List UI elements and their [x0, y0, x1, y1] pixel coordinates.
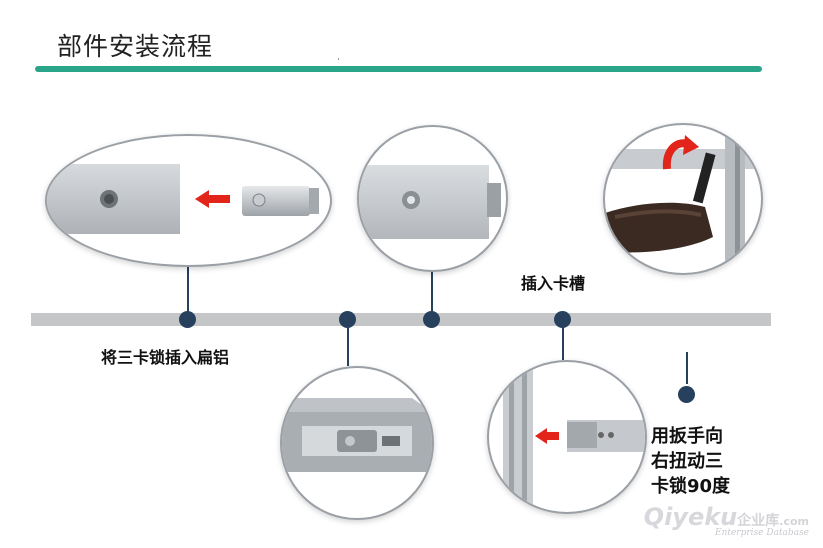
- timeline-node-2: [339, 311, 356, 328]
- tick-mark: [338, 58, 339, 60]
- stem-3: [431, 270, 433, 320]
- title-rule: [35, 66, 762, 72]
- timeline-node-5: [678, 386, 695, 403]
- insert-lock-illustration: [47, 164, 319, 234]
- lock-inserted-illustration: [359, 165, 501, 239]
- step-label-insert-slot: 插入卡槽: [521, 274, 586, 293]
- step-label-wrench-line-1: 用扳手向: [651, 426, 723, 447]
- timeline-node-3: [423, 311, 440, 328]
- page-title: 部件安装流程: [57, 32, 214, 61]
- lens-wrench: [603, 123, 763, 275]
- stem-5: [686, 352, 688, 384]
- watermark-brand: Qiyeku: [643, 503, 738, 531]
- step-label-wrench-line-2: 右扭动三: [651, 451, 723, 472]
- timeline-track: [31, 313, 771, 326]
- watermark: Qiyeku企业库.com Enterprise Database: [644, 503, 809, 538]
- lens-profile-section: [280, 366, 434, 520]
- step-label-wrench: 用扳手向 右扭动三 卡锁90度: [651, 424, 730, 499]
- wrench-illustration: [605, 125, 761, 273]
- timeline-node-4: [554, 311, 571, 328]
- step-label-insert-lock: 将三卡锁插入扁铝: [101, 348, 230, 367]
- insert-slot-illustration: [503, 362, 645, 512]
- timeline-node-1: [179, 311, 196, 328]
- profile-section-illustration: [282, 398, 432, 472]
- lens-insert-lock: [45, 134, 332, 267]
- watermark-brand-cn: 企业库: [737, 513, 780, 529]
- lens-lock-inserted: [357, 125, 508, 272]
- lens-insert-slot: [487, 360, 647, 514]
- stem-4: [562, 322, 564, 360]
- stem-1: [187, 266, 189, 318]
- step-label-wrench-line-3: 卡锁90度: [651, 476, 731, 497]
- watermark-dotcom: .com: [779, 515, 809, 528]
- watermark-tagline: Enterprise Database: [715, 528, 809, 538]
- stem-2: [347, 322, 349, 366]
